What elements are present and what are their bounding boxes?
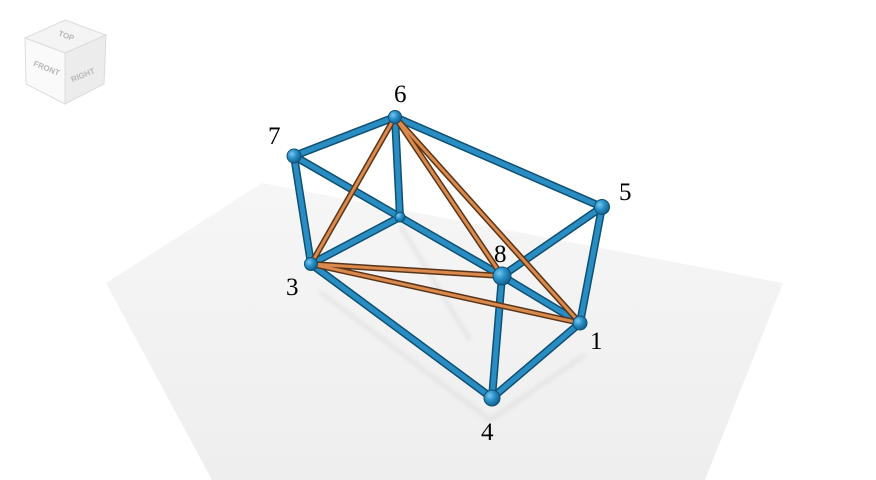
edges-group	[290, 113, 606, 402]
edge-6-5	[392, 114, 605, 210]
vertex-1[interactable]	[572, 315, 588, 331]
vertex-label-8: 8	[494, 241, 507, 268]
edge-3-4	[308, 261, 495, 401]
edge-1-8	[499, 273, 583, 326]
vertex-label-6: 6	[394, 81, 407, 108]
vertex-8[interactable]	[492, 266, 512, 286]
vertex-3[interactable]	[304, 257, 318, 271]
vertex-5[interactable]	[594, 199, 610, 215]
diagonal-3-1	[309, 262, 582, 325]
vertex-label-1: 1	[590, 328, 603, 355]
diagonal-6-8	[393, 115, 504, 278]
view-cube-right-face[interactable]	[64, 34, 107, 105]
edge-3-2	[308, 214, 403, 267]
vertex-label-3: 3	[286, 274, 299, 301]
view-cube[interactable]: TOP FRONT RIGHT	[20, 18, 110, 108]
diagonals-group	[308, 114, 583, 326]
edge-4-8	[489, 273, 505, 401]
ground-shadows	[318, 223, 587, 422]
vertex-label-4: 4	[481, 419, 494, 446]
edge-6-2	[392, 114, 403, 220]
vertex-6[interactable]	[388, 110, 402, 124]
vertex-4[interactable]	[483, 389, 501, 407]
vertices-group[interactable]	[286, 110, 610, 407]
edge-6-7	[291, 114, 398, 159]
edge-4-1	[489, 320, 583, 401]
edge-7-3	[291, 153, 314, 267]
diagonal-3-8	[309, 262, 504, 278]
vertex-7[interactable]	[286, 148, 302, 164]
vertex-labels: 6 7 5 8 3 1 4	[268, 81, 632, 446]
diagonal-6-1	[393, 115, 582, 325]
vertex-label-7: 7	[268, 123, 281, 150]
diagonal-6-3	[309, 115, 397, 266]
vertex-2[interactable]	[394, 211, 406, 223]
ground-plane	[106, 183, 783, 480]
edge-5-8	[499, 204, 605, 279]
vertex-label-5: 5	[619, 179, 632, 206]
edge-1-5	[577, 204, 605, 326]
